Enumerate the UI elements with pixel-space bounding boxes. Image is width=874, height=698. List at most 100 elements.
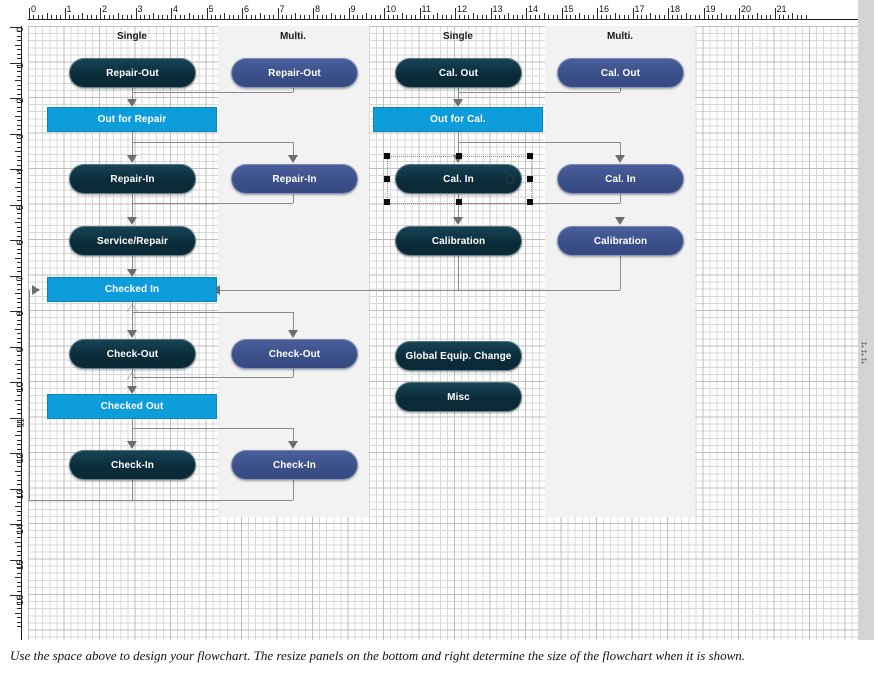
node-repair-out-multi[interactable]: Repair-Out xyxy=(231,58,358,88)
selection-handle[interactable] xyxy=(527,153,533,159)
ruler-tick-major xyxy=(10,169,22,170)
ruler-tick-minor xyxy=(397,15,399,20)
ruler-tick-minor xyxy=(299,15,301,20)
node-checked-in[interactable]: Checked In xyxy=(47,277,217,302)
ruler-tick-minor xyxy=(441,15,443,20)
node-out-for-repair[interactable]: Out for Repair xyxy=(47,107,217,132)
ruler-tick-minor xyxy=(17,89,22,91)
ruler-tick-minor xyxy=(512,15,514,20)
selection-handle[interactable] xyxy=(527,199,533,205)
selection-handle[interactable] xyxy=(384,199,390,205)
ruler-tick-minor xyxy=(46,13,48,20)
ruler-tick-minor xyxy=(17,350,22,352)
ruler-tick-minor xyxy=(17,337,22,339)
ruler-tick-minor xyxy=(17,430,22,432)
node-cal-in-multi[interactable]: Cal. In xyxy=(557,164,684,194)
selection-handle[interactable] xyxy=(384,176,390,182)
node-check-in-single[interactable]: Check-In xyxy=(69,450,196,480)
node-calibration-single[interactable]: Calibration xyxy=(395,226,522,256)
ruler-tick-minor xyxy=(650,13,652,20)
ruler-tick-minor xyxy=(148,15,150,20)
ruler-tick-minor xyxy=(415,15,417,20)
ruler-label: 19 xyxy=(705,4,716,14)
ruler-tick-major xyxy=(10,417,22,419)
ruler-tick-minor xyxy=(17,550,22,552)
ruler-tick-minor xyxy=(17,31,22,33)
ruler-tick-minor xyxy=(539,15,541,20)
ruler-label: 10 xyxy=(15,382,25,394)
node-repair-out-single[interactable]: Repair-Out xyxy=(69,58,196,88)
arrow-down-icon xyxy=(127,155,137,163)
ruler-tick-minor xyxy=(264,15,266,20)
ruler-tick-major xyxy=(10,311,22,312)
ruler-tick-major xyxy=(10,346,22,348)
right-resize-grip-icon[interactable] xyxy=(861,342,871,370)
ruler-tick-minor xyxy=(565,15,567,20)
lane-label-2: Single xyxy=(442,31,473,42)
node-check-out-multi[interactable]: Check-Out xyxy=(231,339,358,369)
ruler-tick-minor xyxy=(17,71,22,73)
rotate-handle-icon[interactable] xyxy=(506,175,515,184)
ruler-tick-minor xyxy=(17,324,22,326)
ruler-tick-major xyxy=(100,8,101,20)
ruler-tick-minor xyxy=(117,13,119,20)
node-cal-in-single[interactable]: Cal. In xyxy=(395,164,522,194)
ruler-tick-minor xyxy=(139,15,141,20)
node-calibration-multi[interactable]: Calibration xyxy=(557,226,684,256)
ruler-tick-minor xyxy=(743,15,745,20)
node-misc[interactable]: Misc xyxy=(395,382,522,412)
node-global-equip-change[interactable]: Global Equip. Change xyxy=(395,341,522,371)
ruler-tick-minor xyxy=(162,15,164,20)
ruler-label: 15 xyxy=(563,4,574,14)
ruler-tick-minor xyxy=(17,484,22,486)
selection-handle[interactable] xyxy=(455,153,462,159)
connector-service-to-checked-in xyxy=(132,256,133,274)
connector-check-in-loop-down xyxy=(132,480,133,500)
ruler-tick-minor xyxy=(432,15,434,20)
ruler-tick-minor xyxy=(17,106,22,108)
ruler-tick-minor xyxy=(91,15,93,20)
ruler-tick-minor xyxy=(290,15,292,20)
ruler-tick-minor xyxy=(37,15,39,20)
connector-repair-out-multi-join xyxy=(132,92,293,93)
ruler-tick-minor xyxy=(17,182,22,184)
ruler-tick-minor xyxy=(17,191,22,193)
lane-label-3: Multi. xyxy=(606,31,634,42)
selection-handle[interactable] xyxy=(384,153,390,159)
ruler-tick-minor xyxy=(55,15,57,20)
ruler-tick-minor xyxy=(543,13,545,20)
connector-checked-in-to-check-out-multi xyxy=(293,312,294,335)
ruler-tick-major xyxy=(171,8,172,20)
selection-handle[interactable] xyxy=(455,199,462,205)
ruler-label: 14 xyxy=(15,524,25,536)
ruler-tick-major xyxy=(10,98,22,99)
ruler-tick-minor xyxy=(228,15,230,20)
node-check-out-single[interactable]: Check-Out xyxy=(69,339,196,369)
ruler-tick-minor xyxy=(188,13,190,20)
selection-handle[interactable] xyxy=(527,176,533,182)
arrow-down-icon xyxy=(127,269,137,277)
ruler-tick-minor xyxy=(636,15,638,20)
node-checked-out[interactable]: Checked Out xyxy=(47,394,217,419)
ruler-tick-minor xyxy=(308,15,310,20)
node-out-for-cal[interactable]: Out for Cal. xyxy=(373,107,543,132)
ruler-tick-minor xyxy=(330,13,332,20)
ruler-tick-minor xyxy=(552,15,554,20)
node-repair-in-multi[interactable]: Repair-In xyxy=(231,164,358,194)
ruler-tick-minor xyxy=(614,13,616,20)
ruler-tick-minor xyxy=(605,15,607,20)
node-check-in-multi[interactable]: Check-In xyxy=(231,450,358,480)
node-repair-in-single[interactable]: Repair-In xyxy=(69,164,196,194)
right-resize-gutter[interactable] xyxy=(858,0,874,640)
ruler-tick-major xyxy=(10,240,22,241)
ruler-tick-minor xyxy=(17,35,22,37)
node-cal-out-multi[interactable]: Cal. Out xyxy=(557,58,684,88)
ruler-tick-minor xyxy=(17,333,22,335)
ruler-corner xyxy=(0,0,28,26)
ruler-label: 1 xyxy=(66,4,72,14)
node-service-repair[interactable]: Service/Repair xyxy=(69,226,196,256)
node-cal-out-single[interactable]: Cal. Out xyxy=(395,58,522,88)
